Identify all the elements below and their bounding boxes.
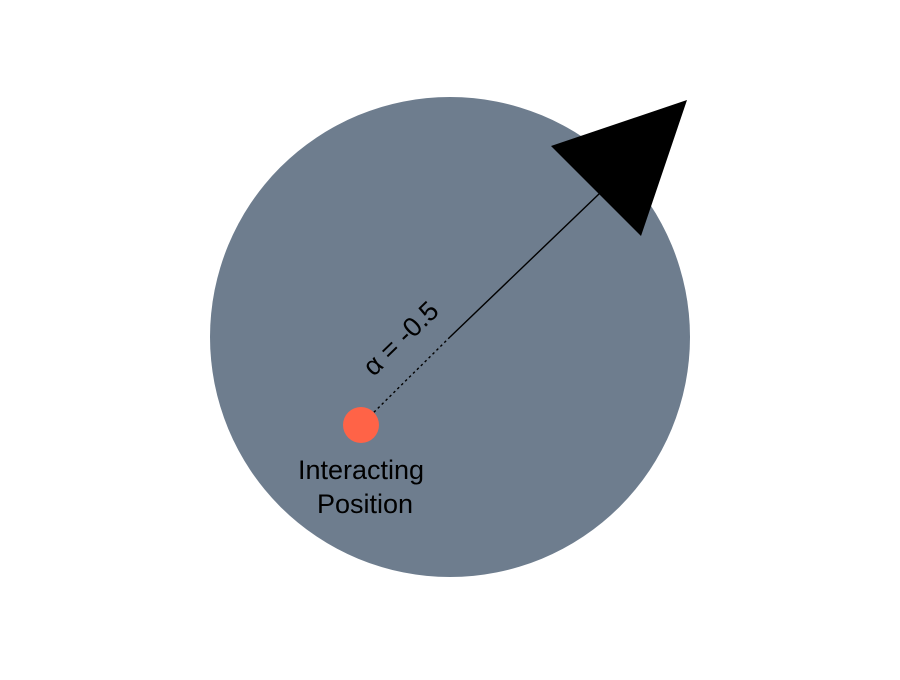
- interacting-position-label-line2: Position: [317, 489, 413, 519]
- arrow-shaft-dotted: [361, 336, 451, 425]
- interacting-position-label-line1: Interacting: [298, 455, 424, 485]
- interacting-position-marker: [343, 407, 379, 443]
- arrow-shaft-solid: [449, 192, 601, 338]
- arrowhead: [551, 100, 687, 236]
